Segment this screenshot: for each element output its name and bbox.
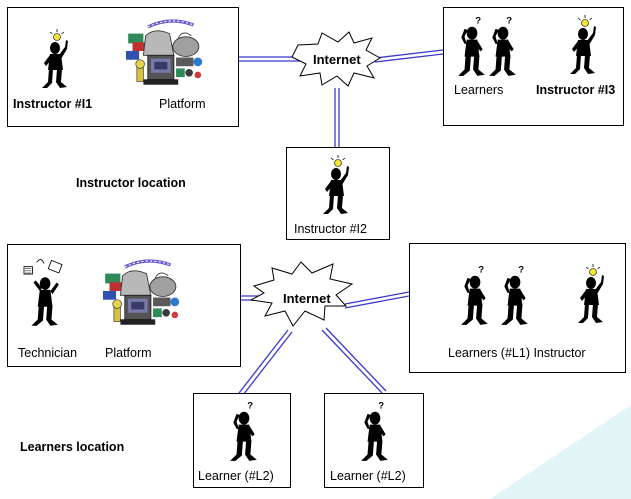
technician-label: Technician: [18, 346, 78, 360]
learner-figure-icon: [461, 264, 488, 325]
internet-cloud-icon: [249, 261, 354, 327]
top-left-box: [7, 7, 239, 127]
instructor-location-label: Instructor location: [76, 176, 186, 190]
internet-label-top: Internet: [313, 52, 361, 67]
instructor-i2-label: Instructor #I2: [294, 222, 367, 236]
platform-label-top: Platform: [159, 97, 206, 111]
learners-location-label: Learners location: [20, 440, 125, 454]
learner-figure-icon: [489, 15, 516, 76]
learner-l2-label-2: Learner (#L2): [330, 469, 406, 483]
top-right-box: [443, 7, 624, 126]
learner-box-1: [193, 393, 291, 488]
learners-l1-instructor-label: Learners (#L1) Instructor: [448, 346, 586, 360]
link-bottom-right: [344, 291, 410, 305]
instructor-figure-icon: [41, 28, 69, 89]
link-top-right: [374, 49, 444, 59]
instructor-figure-icon: [577, 263, 605, 324]
platform-machine-icon: [124, 19, 203, 87]
link-bottom-learner2: [321, 329, 383, 394]
learners-label-top: Learners: [454, 83, 504, 97]
instructor-figure-icon: [569, 14, 597, 75]
platform-label-bottom: Platform: [105, 346, 152, 360]
instructor-i3-label: Instructor #I3: [536, 83, 616, 97]
learner-figure-icon: [230, 400, 257, 461]
instructor-figure-icon: [322, 154, 350, 215]
platform-machine-icon: [101, 259, 180, 327]
learner-figure-icon: [361, 400, 388, 461]
internet-label-bottom: Internet: [283, 291, 331, 306]
learner-l2-label-1: Learner (#L2): [198, 469, 274, 483]
technician-figure-icon: [23, 258, 63, 327]
internet-cloud-icon: [291, 31, 381, 87]
instructor-i1-label: Instructor #I1: [13, 97, 93, 111]
learner-figure-icon: [501, 264, 528, 325]
link-bottom-learner1: [238, 329, 289, 394]
